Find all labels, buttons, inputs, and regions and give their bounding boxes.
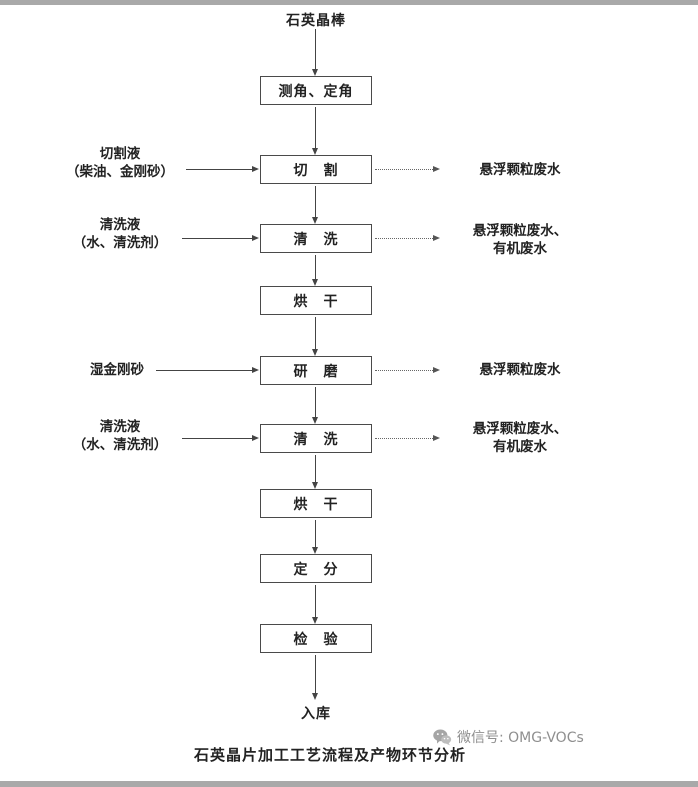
box-sorting: 定 分 bbox=[260, 554, 372, 583]
arrow-down-2 bbox=[312, 107, 318, 155]
arrow-down-10 bbox=[312, 655, 318, 700]
box-cleaning-2: 清 洗 bbox=[260, 424, 372, 453]
arrow-input-grinding bbox=[156, 367, 259, 373]
box-drying-1: 烘 干 bbox=[260, 286, 372, 315]
arrow-input-cutting bbox=[186, 166, 259, 172]
box-cleaning-1: 清 洗 bbox=[260, 224, 372, 253]
input-label-cutting-fluid: 切割液 （柴油、金刚砂） bbox=[66, 146, 174, 180]
arrow-down-8 bbox=[312, 520, 318, 554]
bottom-border-bar bbox=[0, 781, 698, 787]
output-label-cleaning-2: 悬浮颗粒废水、 有机废水 bbox=[472, 421, 568, 455]
input-label-wet-emery: 湿金刚砂 bbox=[90, 362, 144, 378]
arrow-input-cleaning-1 bbox=[182, 235, 259, 241]
watermark: 微信号: OMG-VOCs bbox=[432, 727, 584, 747]
arrow-output-cleaning-2 bbox=[375, 435, 440, 441]
arrow-down-9 bbox=[312, 585, 318, 624]
end-node: 入库 bbox=[301, 706, 331, 722]
arrow-output-cleaning-1 bbox=[375, 235, 440, 241]
arrow-output-cutting bbox=[375, 166, 440, 172]
box-grinding: 研 磨 bbox=[260, 356, 372, 385]
arrow-down-3 bbox=[312, 186, 318, 224]
start-node: 石英晶棒 bbox=[286, 13, 346, 29]
output-label-grinding: 悬浮颗粒废水 bbox=[479, 362, 561, 378]
input-label-cleaning-fluid-2: 清洗液 （水、清洗剂） bbox=[72, 419, 168, 453]
arrow-down-6 bbox=[312, 387, 318, 424]
top-border-bar bbox=[0, 0, 698, 5]
watermark-text: 微信号: OMG-VOCs bbox=[457, 730, 584, 746]
arrow-output-grinding bbox=[375, 367, 440, 373]
input-label-cleaning-fluid-1: 清洗液 （水、清洗剂） bbox=[72, 217, 168, 251]
output-label-cleaning-1: 悬浮颗粒废水、 有机废水 bbox=[472, 223, 568, 257]
arrow-down-7 bbox=[312, 455, 318, 489]
box-drying-2: 烘 干 bbox=[260, 489, 372, 518]
box-cutting: 切 割 bbox=[260, 155, 372, 184]
arrow-down-5 bbox=[312, 317, 318, 356]
box-inspection: 检 验 bbox=[260, 624, 372, 653]
wechat-icon bbox=[432, 727, 452, 747]
box-angle-measurement: 测角、定角 bbox=[260, 76, 372, 105]
arrow-down-1 bbox=[312, 29, 318, 76]
arrow-down-4 bbox=[312, 255, 318, 286]
diagram-caption: 石英晶片加工工艺流程及产物环节分析 bbox=[193, 746, 466, 764]
arrow-input-cleaning-2 bbox=[182, 435, 259, 441]
output-label-cutting: 悬浮颗粒废水 bbox=[479, 162, 561, 178]
